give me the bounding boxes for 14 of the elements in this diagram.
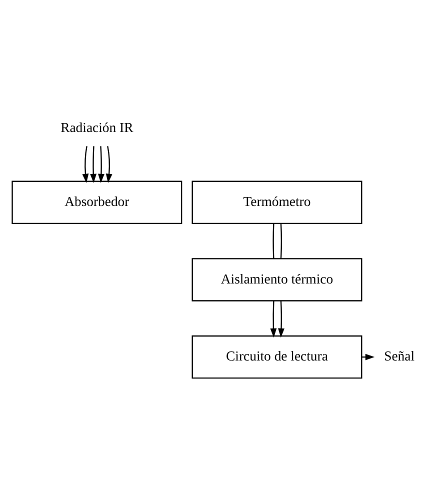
arrow — [106, 146, 112, 183]
arrow — [278, 300, 284, 338]
node-box: Termómetro — [192, 180, 362, 224]
arrow — [90, 146, 97, 183]
node-box: Aislamiento térmico — [192, 258, 362, 301]
arrow — [98, 146, 104, 183]
node-box: Circuito de lectura — [192, 334, 362, 378]
node-box: Absorbedor — [12, 180, 182, 224]
node-text: Radiación IR — [60, 120, 134, 135]
arrow — [82, 146, 89, 183]
arrow — [270, 300, 277, 338]
connector — [272, 223, 274, 258]
node-text: Señal — [384, 348, 415, 364]
connector — [280, 223, 282, 258]
